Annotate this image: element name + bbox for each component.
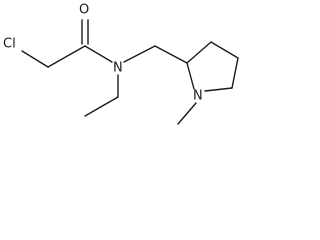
bond-amide-n-linker-ch2 [123, 45, 156, 63]
bond-linker-ch2-ring [154, 45, 188, 64]
bond-carbonyl-amide-n [84, 45, 113, 63]
bond-ring-c5-n [204, 87, 233, 92]
molecule-structure: Cl O N N [3, 3, 239, 125]
oxygen-atom-label: O [79, 3, 89, 18]
chlorine-atom-label: Cl [3, 37, 16, 52]
bond-ring-c3-c4 [210, 41, 239, 59]
bond-ring-n-c2 [186, 62, 195, 90]
bond-ring-n-methyl [177, 102, 197, 125]
bond-ethyl-ch2-ch3 [84, 96, 119, 117]
ring-nitrogen-label: N [193, 89, 203, 104]
amide-nitrogen-label: N [113, 61, 123, 76]
bond-ring-c2-c3 [186, 41, 212, 64]
bond-ch2-carbonyl [47, 45, 86, 68]
bond-cl-ch2 [21, 50, 49, 68]
bond-ring-c4-c5 [231, 57, 239, 89]
